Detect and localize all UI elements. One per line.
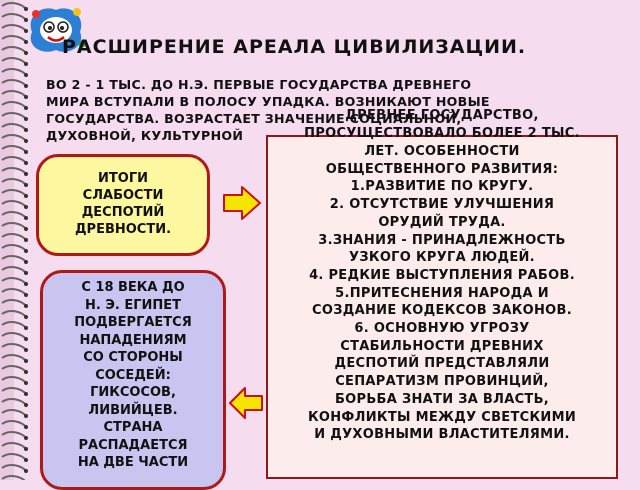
features-line: УЗКОГО КРУГА ЛЮДЕЙ. <box>349 250 535 266</box>
spiral-hole <box>24 282 28 286</box>
intro-line: ДУХОВНОЙ, КУЛЬТУРНОЙ <box>46 128 244 143</box>
spiral-hole <box>24 359 28 363</box>
spiral-binding <box>0 0 28 480</box>
spiral-hole <box>24 436 28 440</box>
spiral-hole <box>24 106 28 110</box>
features-line: КОНФЛИКТЫ МЕЖДУ СВЕТСКИМИ <box>307 409 577 425</box>
spiral-hole <box>24 62 28 66</box>
features-line: И ДУХОВНЫМИ ВЛАСТИТЕЛЯМИ. <box>314 427 570 443</box>
features-line: ДЕСПОТИЙ ПРЕДСТАВЛЯЛИ <box>334 356 550 372</box>
spiral-hole <box>24 348 28 352</box>
intro-line: ГОСУДАРСТВА. ВОЗРАСТАЕТ ЗНАЧЕНИЕ СОЦИАЛЬ… <box>46 111 462 126</box>
spiral-hole <box>24 315 28 319</box>
spiral-hole <box>24 238 28 242</box>
features-line: БОРЬБА ЗНАТИ ЗА ВЛАСТЬ, <box>334 391 550 407</box>
slide-title: РАСШИРЕНИЕ АРЕАЛА ЦИВИЛИЗАЦИИ. <box>62 36 527 58</box>
spiral-hole <box>24 150 28 154</box>
egypt-line: СОСЕДЕЙ: <box>95 367 171 383</box>
egypt-line: РАСПАДАЕТСЯ <box>78 437 188 453</box>
features-line: СЕПАРАТИЗМ ПРОВИНЦИЙ, <box>335 374 549 390</box>
intro-line: МИРА ВСТУПАЛИ В ПОЛОСУ УПАДКА. ВОЗНИКАЮТ… <box>46 94 490 109</box>
features-line: 3.ЗНАНИЯ - ПРИНАДЛЕЖНОСТЬ <box>318 232 566 248</box>
spiral-hole <box>24 117 28 121</box>
egypt-line: ЛИВИЙЦЕВ. <box>88 402 178 418</box>
egypt-line: НАПАДЕНИЯМ <box>79 332 187 348</box>
intro-line: ВО 2 - 1 ТЫС. ДО Н.Э. ПЕРВЫЕ ГОСУДАРСТВА… <box>46 77 472 92</box>
features-line: ПРОСУЩЕСТВОВАЛО БОЛЕЕ 2 ТЫС. <box>304 126 580 141</box>
summary-line: СЛАБОСТИ <box>82 188 164 203</box>
egypt-line: С 18 ВЕКА ДО <box>81 280 185 295</box>
spiral-hole <box>24 161 28 165</box>
spiral-hole <box>24 304 28 308</box>
summary-line: ДРЕВНОСТИ. <box>74 222 172 237</box>
summary-box: ИТОГИ СЛАБОСТИ ДЕСПОТИЙ ДРЕВНОСТИ. <box>36 154 210 256</box>
egypt-line: СТРАНА <box>103 420 163 435</box>
features-line: ЛЕТ. ОСОБЕННОСТИ <box>364 144 520 159</box>
features-line: СТАБИЛЬНОСТИ ДРЕВНИХ <box>340 338 544 354</box>
spiral-hole <box>24 271 28 275</box>
spiral-hole <box>24 293 28 297</box>
spiral-hole <box>24 205 28 209</box>
spiral-hole <box>24 370 28 374</box>
spiral-hole <box>24 425 28 429</box>
spiral-hole <box>24 381 28 385</box>
spiral-hole <box>24 18 28 22</box>
spiral-hole <box>24 392 28 396</box>
egypt-line: СО СТОРОНЫ <box>83 350 183 365</box>
arrow-left-icon <box>229 387 263 419</box>
spiral-hole <box>24 414 28 418</box>
cartoon-sun-logo-icon <box>30 8 86 52</box>
features-line: 5.ПРИТЕСНЕНИЯ НАРОДА И <box>335 285 549 301</box>
features-line: ДРЕВНЕЕ ГОСУДАРСТВО, <box>345 108 539 123</box>
spiral-hole <box>24 216 28 220</box>
spiral-hole <box>24 73 28 77</box>
features-line: ОБЩЕСТВЕННОГО РАЗВИТИЯ: <box>325 161 559 177</box>
arrow-right-icon <box>223 186 261 220</box>
intro-text: ВО 2 - 1 ТЫС. ДО Н.Э. ПЕРВЫЕ ГОСУДАРСТВА… <box>46 76 626 144</box>
features-line: СОЗДАНИЕ КОДЕКСОВ ЗАКОНОВ. <box>312 303 572 319</box>
spiral-hole <box>24 260 28 264</box>
spiral-ring <box>1 474 26 480</box>
spiral-hole <box>24 469 28 473</box>
spiral-hole <box>24 227 28 231</box>
egypt-line: ГИКСОСОВ, <box>90 385 176 400</box>
spiral-hole <box>24 29 28 33</box>
summary-line: ИТОГИ <box>98 171 148 186</box>
spiral-hole <box>24 40 28 44</box>
egypt-line: НА ДВЕ ЧАСТИ <box>77 455 189 470</box>
spiral-hole <box>24 95 28 99</box>
features-line: 2. ОТСУТСТВИЕ УЛУЧШЕНИЯ <box>329 197 555 213</box>
egypt-line: Н. Э. ЕГИПЕТ <box>84 297 182 313</box>
spiral-hole <box>24 139 28 143</box>
features-box: ДРЕВНЕЕ ГОСУДАРСТВО, ПРОСУЩЕСТВОВАЛО БОЛ… <box>266 108 618 479</box>
spiral-hole <box>24 458 28 462</box>
features-line: 1.РАЗВИТИЕ ПО КРУГУ. <box>350 179 534 195</box>
spiral-hole <box>24 7 28 11</box>
spiral-hole <box>24 249 28 253</box>
features-line: 4. РЕДКИЕ ВЫСТУПЛЕНИЯ РАБОВ. <box>309 267 575 283</box>
spiral-hole <box>24 172 28 176</box>
spiral-hole <box>24 51 28 55</box>
summary-line: ДЕСПОТИЙ <box>81 205 165 220</box>
spiral-hole <box>24 447 28 451</box>
features-line: ОРУДИЙ ТРУДА. <box>378 214 506 230</box>
spiral-hole <box>24 128 28 132</box>
spiral-hole <box>24 84 28 88</box>
egypt-box: С 18 ВЕКА ДО Н. Э. ЕГИПЕТ ПОДВЕРГАЕТСЯ Н… <box>40 270 226 490</box>
spiral-hole <box>24 183 28 187</box>
features-line: 6. ОСНОВНУЮ УГРОЗУ <box>354 321 530 337</box>
spiral-hole <box>24 326 28 330</box>
spiral-hole <box>24 194 28 198</box>
egypt-line: ПОДВЕРГАЕТСЯ <box>74 315 192 330</box>
spiral-hole <box>24 403 28 407</box>
spiral-hole <box>24 337 28 341</box>
